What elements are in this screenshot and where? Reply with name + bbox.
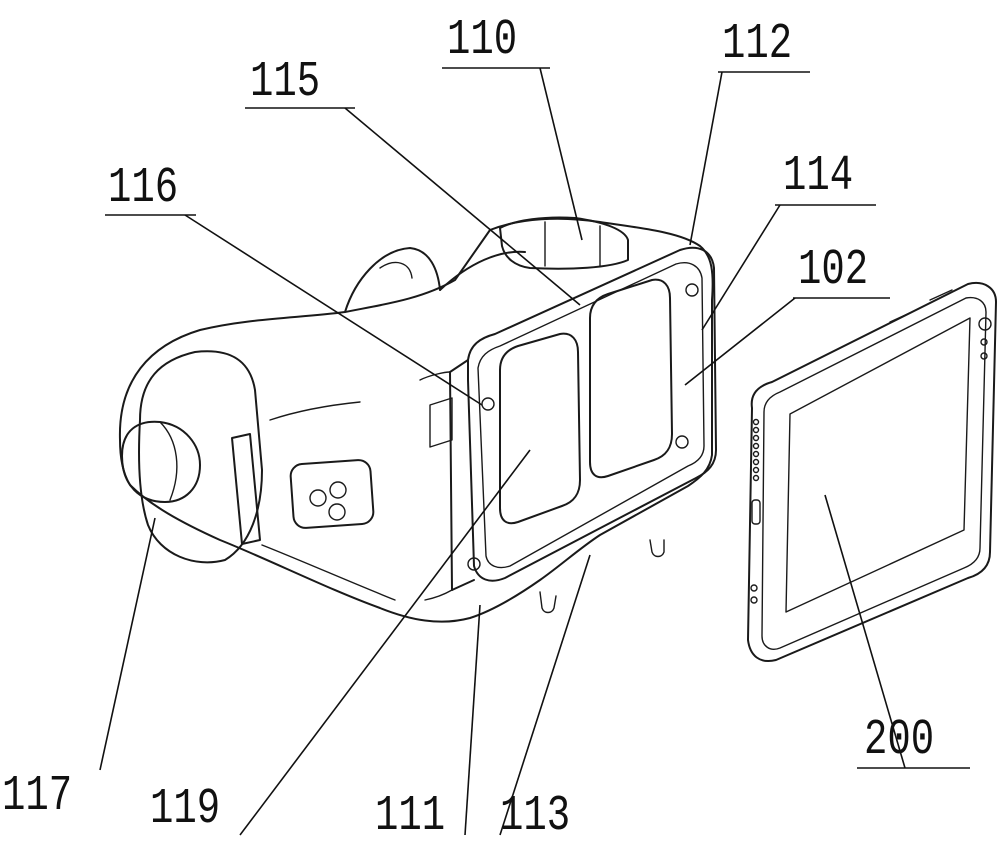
smartphone <box>748 283 996 661</box>
label-112: 112 <box>722 20 792 70</box>
speaker-dots-icon <box>754 420 759 481</box>
label-110: 110 <box>447 16 517 66</box>
label-111: 111 <box>375 792 445 842</box>
label-116: 116 <box>108 164 178 214</box>
label-200: 200 <box>864 716 934 766</box>
label-115: 115 <box>250 58 320 108</box>
label-119: 119 <box>150 785 220 835</box>
headset-shell <box>120 217 713 621</box>
label-114: 114 <box>783 152 853 202</box>
label-113: 113 <box>500 792 570 842</box>
label-102: 102 <box>798 246 868 296</box>
label-117: 117 <box>2 772 72 822</box>
